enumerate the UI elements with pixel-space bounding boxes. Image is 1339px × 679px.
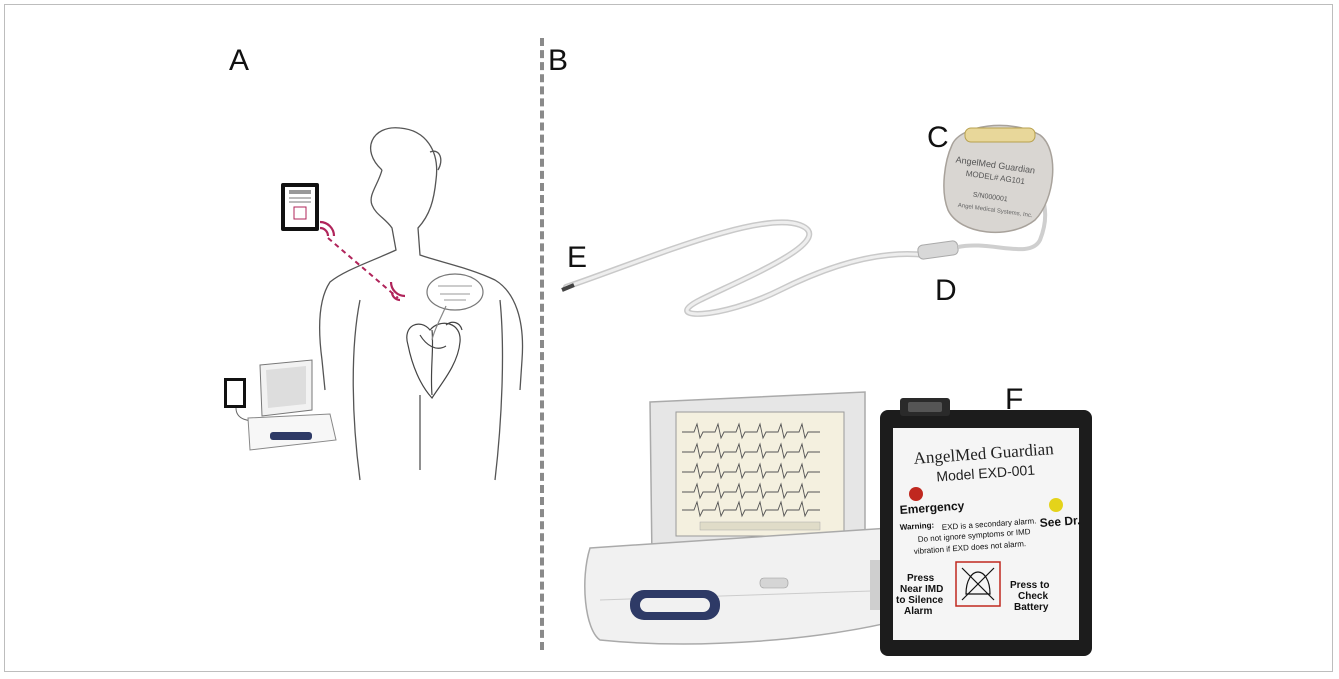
see-dr-light-icon	[1049, 498, 1063, 512]
label-e: E	[567, 241, 587, 274]
press-left-line-1: Press	[907, 573, 935, 584]
press-right-line-1: Press to	[1010, 580, 1049, 591]
imd-device: AngelMed Guardian MODEL# AG101 S/N000001…	[944, 125, 1053, 232]
press-left-line-3: to Silence	[896, 595, 944, 606]
press-left-line-4: Alarm	[904, 606, 932, 617]
exd-device: AngelMed Guardian Model EXD-001 Emergenc…	[880, 398, 1092, 656]
see-dr-text: See Dr.	[1039, 513, 1081, 530]
emergency-light-icon	[909, 487, 923, 501]
press-right-line-3: Battery	[1014, 602, 1049, 613]
lead-cable	[562, 222, 925, 314]
label-c: C	[927, 121, 949, 154]
press-left-line-2: Near IMD	[900, 584, 943, 595]
laptop-screen	[676, 412, 844, 536]
laptop-programmer	[585, 392, 900, 644]
press-right-line-2: Check	[1018, 591, 1048, 602]
label-d: D	[935, 274, 957, 307]
